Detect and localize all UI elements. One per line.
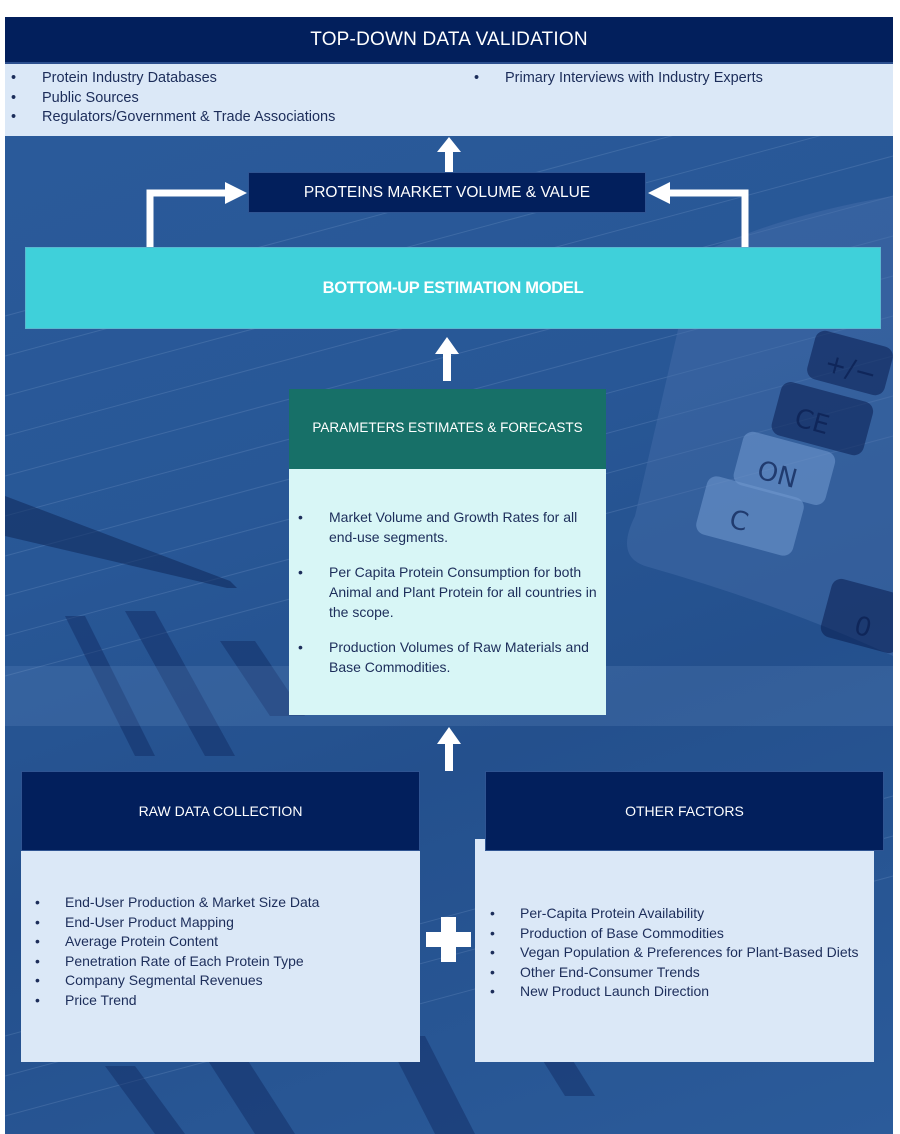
bottom-up-estimation-model-box: BOTTOM-UP ESTIMATION MODEL <box>25 247 881 329</box>
list-item: Production Volumes of Raw Materials and … <box>297 637 597 677</box>
list-item: Per Capita Protein Consumption for both … <box>297 562 597 622</box>
list-item: End-User Product Mapping <box>25 913 405 933</box>
raw-data-collection-panel: End-User Production & Market Size Data E… <box>21 851 420 1062</box>
list-item: Company Segmental Revenues <box>25 971 405 991</box>
list-item: Production of Base Commodities <box>480 924 860 944</box>
list-item: New Product Launch Direction <box>480 982 860 1002</box>
research-methodology-diagram: +/− CE ON C 0 TOP-DOWN DATA VALIDATION P… <box>5 17 893 1134</box>
other-factors-panel-edge <box>475 839 486 853</box>
arrow-up-icon <box>435 337 459 381</box>
arrow-up-icon <box>437 137 461 173</box>
list-item: Regulators/Government & Trade Associatio… <box>5 108 335 128</box>
parameters-forecasts-panel: Market Volume and Growth Rates for all e… <box>289 469 606 715</box>
parameters-forecasts-header: PARAMETERS ESTIMATES & FORECASTS <box>289 389 606 469</box>
plus-icon <box>426 917 471 962</box>
top-down-validation-panel: Protein Industry Databases Public Source… <box>5 64 893 136</box>
parameters-list: Market Volume and Growth Rates for all e… <box>297 507 597 692</box>
list-item: Protein Industry Databases <box>5 69 335 89</box>
list-item: Average Protein Content <box>25 932 405 952</box>
arrow-left-elbow-icon <box>648 182 749 248</box>
arrow-right-elbow-icon <box>146 182 247 248</box>
market-volume-value-box: PROTEINS MARKET VOLUME & VALUE <box>248 172 646 213</box>
arrow-up-icon <box>437 727 461 771</box>
other-factors-header: OTHER FACTORS <box>485 771 884 851</box>
raw-data-collection-header: RAW DATA COLLECTION <box>21 771 420 851</box>
list-item: Vegan Population & Preferences for Plant… <box>480 943 860 963</box>
svg-text:0: 0 <box>851 611 875 644</box>
top-down-validation-title: TOP-DOWN DATA VALIDATION <box>5 17 893 64</box>
list-item: Penetration Rate of Each Protein Type <box>25 952 405 972</box>
list-item: Primary Interviews with Industry Experts <box>468 69 763 89</box>
other-factors-list: Per-Capita Protein Availability Producti… <box>480 904 860 1002</box>
raw-data-list: End-User Production & Market Size Data E… <box>25 893 405 1011</box>
list-item: Other End-Consumer Trends <box>480 963 860 983</box>
pen-shape <box>5 496 237 588</box>
list-item: Market Volume and Growth Rates for all e… <box>297 507 597 547</box>
top-down-sources-list: Protein Industry Databases Public Source… <box>5 69 335 128</box>
list-item: Public Sources <box>5 89 335 109</box>
top-down-interviews-list: Primary Interviews with Industry Experts <box>468 69 763 89</box>
list-item: Price Trend <box>25 991 405 1011</box>
list-item: Per-Capita Protein Availability <box>480 904 860 924</box>
list-item: End-User Production & Market Size Data <box>25 893 405 913</box>
other-factors-panel: Per-Capita Protein Availability Producti… <box>475 851 874 1062</box>
